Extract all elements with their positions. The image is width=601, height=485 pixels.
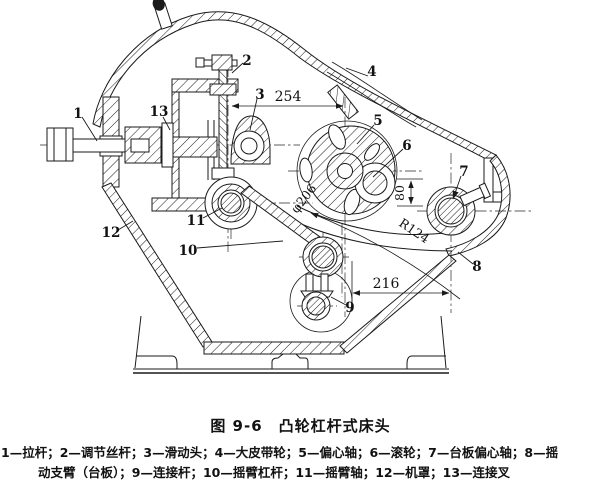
connecting-link [289,236,353,333]
callout-numbers: 1 2 3 4 5 6 7 8 9 10 11 12 13 [73,53,481,316]
dimension-216-label: 216 [373,276,400,292]
callout-13: 13 [150,104,169,120]
dimension-216: 216 [351,261,450,302]
callout-11: 11 [187,213,206,229]
callout-7: 7 [459,164,468,180]
connecting-fork [161,122,174,168]
top-knob [152,0,173,30]
platen-eccentric-shaft [426,182,492,236]
technical-drawing: R124 254 216 80 φ206 [40,0,533,374]
eccentric-wheel-assembly [296,120,398,222]
dimension-254: 254 [231,89,344,109]
callout-4: 4 [367,64,376,80]
pull-rod-assembly [46,122,218,168]
base-frame [133,315,449,374]
figure-title: 图 9-6 凸轮杠杆式床头 [210,417,391,435]
callout-3: 3 [255,87,264,103]
leader-lines [81,62,474,306]
adjusting-screw [195,54,238,213]
radius-label: R124 [396,215,432,246]
callout-10: 10 [179,243,198,259]
dimension-80-label: 80 [392,185,407,201]
callout-1: 1 [73,106,82,122]
callout-12: 12 [102,225,121,241]
rocker-shaft-pivot [151,176,258,230]
slide-head [230,115,271,165]
dimension-254-label: 254 [275,89,302,105]
callout-2: 2 [242,53,251,69]
casing-bottom-band [203,254,457,355]
legend-line-1: 1—拉杆；2—调节丝杆；3—滑动头；4—大皮带轮；5—偏心轴；6—滚轮；7—台板… [1,445,559,460]
callout-8: 8 [472,259,481,275]
callout-6: 6 [402,138,411,154]
callout-9: 9 [345,300,354,316]
casing-right-edge [445,154,511,257]
figure-caption: 图 9-6 凸轮杠杆式床头 1—拉杆；2—调节丝杆；3—滑动头；4—大皮带轮；5… [0,411,601,482]
dimension-80: 80 [392,178,423,207]
callout-5: 5 [373,113,382,129]
legend-line-2: 动支臂（台板）；9—连接杆；10—摇臂杠杆；11—摇臂轴；12—机罩；13—连接… [38,465,511,481]
